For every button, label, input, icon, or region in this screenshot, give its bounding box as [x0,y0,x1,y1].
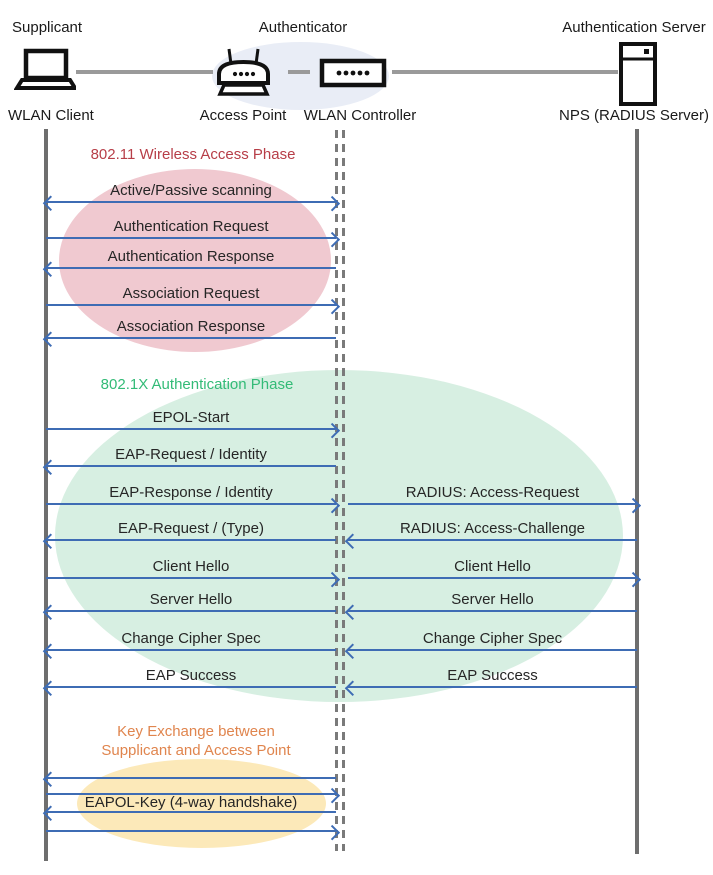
server-icon [618,41,658,107]
message-label: Change Cipher Spec [422,630,563,647]
message-arrow-right [46,824,340,840]
message-label: Association Request [122,285,260,302]
message-arrow-right [46,298,340,314]
message-label: EAP-Request / Identity [115,446,267,463]
message-arrow-both [42,195,340,211]
message-label: Active/Passive scanning [110,182,272,199]
message-label: Client Hello [152,558,230,575]
key-exchange-phase-ellipse [77,759,326,848]
message-arrow-left [42,604,336,620]
role-title-supplicant: Supplicant [12,19,83,36]
device-label-wlan-controller: WLAN Controller [303,107,417,124]
message-arrow-left [344,533,637,549]
message-label: EPOL-Start [152,409,230,426]
phase-title-key-exchange: Key Exchange between Supplicant and Acce… [101,722,290,760]
lifeline-wlan-client [44,129,48,861]
device-label-nps: NPS (RADIUS Server) [558,107,710,124]
message-label: Authentication Response [107,248,275,265]
lifeline-wlan-controller-2 [341,130,345,851]
phase-title-dot1x-auth: 802.1X Authentication Phase [100,376,294,393]
message-arrow-left [42,533,336,549]
message-arrow-right [46,571,340,587]
connector-line [76,70,213,74]
message-label: Server Hello [149,591,233,608]
message-arrow-right [46,497,340,513]
device-label-wlan-client: WLAN Client [8,107,94,124]
message-arrow-left [42,680,336,696]
message-arrow-left [42,459,336,475]
message-label: Association Response [116,318,266,335]
dot1x-auth-phase-ellipse [55,370,623,702]
message-label: EAP Success [447,667,538,684]
connector-line [288,70,310,74]
message-arrow-left [344,643,637,659]
message-arrow-left [42,771,336,787]
wlan-controller-icon [319,58,387,88]
message-arrow-left [42,261,336,277]
message-arrow-left [344,680,637,696]
message-label: RADIUS: Access-Challenge [399,520,586,537]
access-point-icon [212,46,275,99]
message-label: EAP-Response / Identity [109,484,273,501]
message-label: EAPOL-Key (4-way handshake) [84,794,298,811]
message-label: EAP Success [145,667,237,684]
message-arrow-right [46,231,340,247]
lifeline-nps-server [635,129,639,854]
message-label: EAP-Request / (Type) [118,520,264,537]
message-label: Client Hello [454,558,531,575]
message-arrow-left [42,331,336,347]
laptop-icon [14,46,76,92]
message-arrow-right [46,787,340,803]
wireless-access-phase-ellipse [59,169,331,352]
message-arrow-left [344,604,637,620]
message-label: Server Hello [451,591,534,608]
message-arrow-left [42,805,336,821]
message-arrow-right [348,497,641,513]
message-arrow-right [348,571,641,587]
phase-title-key-exchange-line2: Supplicant and Access Point [101,742,291,759]
phase-title-key-exchange-line1: Key Exchange between [117,723,275,740]
phase-title-wireless-access: 802.11 Wireless Access Phase [90,146,296,163]
role-title-authenticator: Authenticator [258,19,348,36]
connector-line [392,70,618,74]
message-arrow-right [46,422,340,438]
message-label: RADIUS: Access-Request [405,484,580,501]
lifeline-wlan-controller-1 [334,130,338,851]
message-label: Change Cipher Spec [121,630,261,647]
role-title-auth-server: Authentication Server [562,19,706,36]
device-label-access-point: Access Point [199,107,287,124]
message-arrow-left [42,643,336,659]
message-label: Authentication Request [113,218,269,235]
